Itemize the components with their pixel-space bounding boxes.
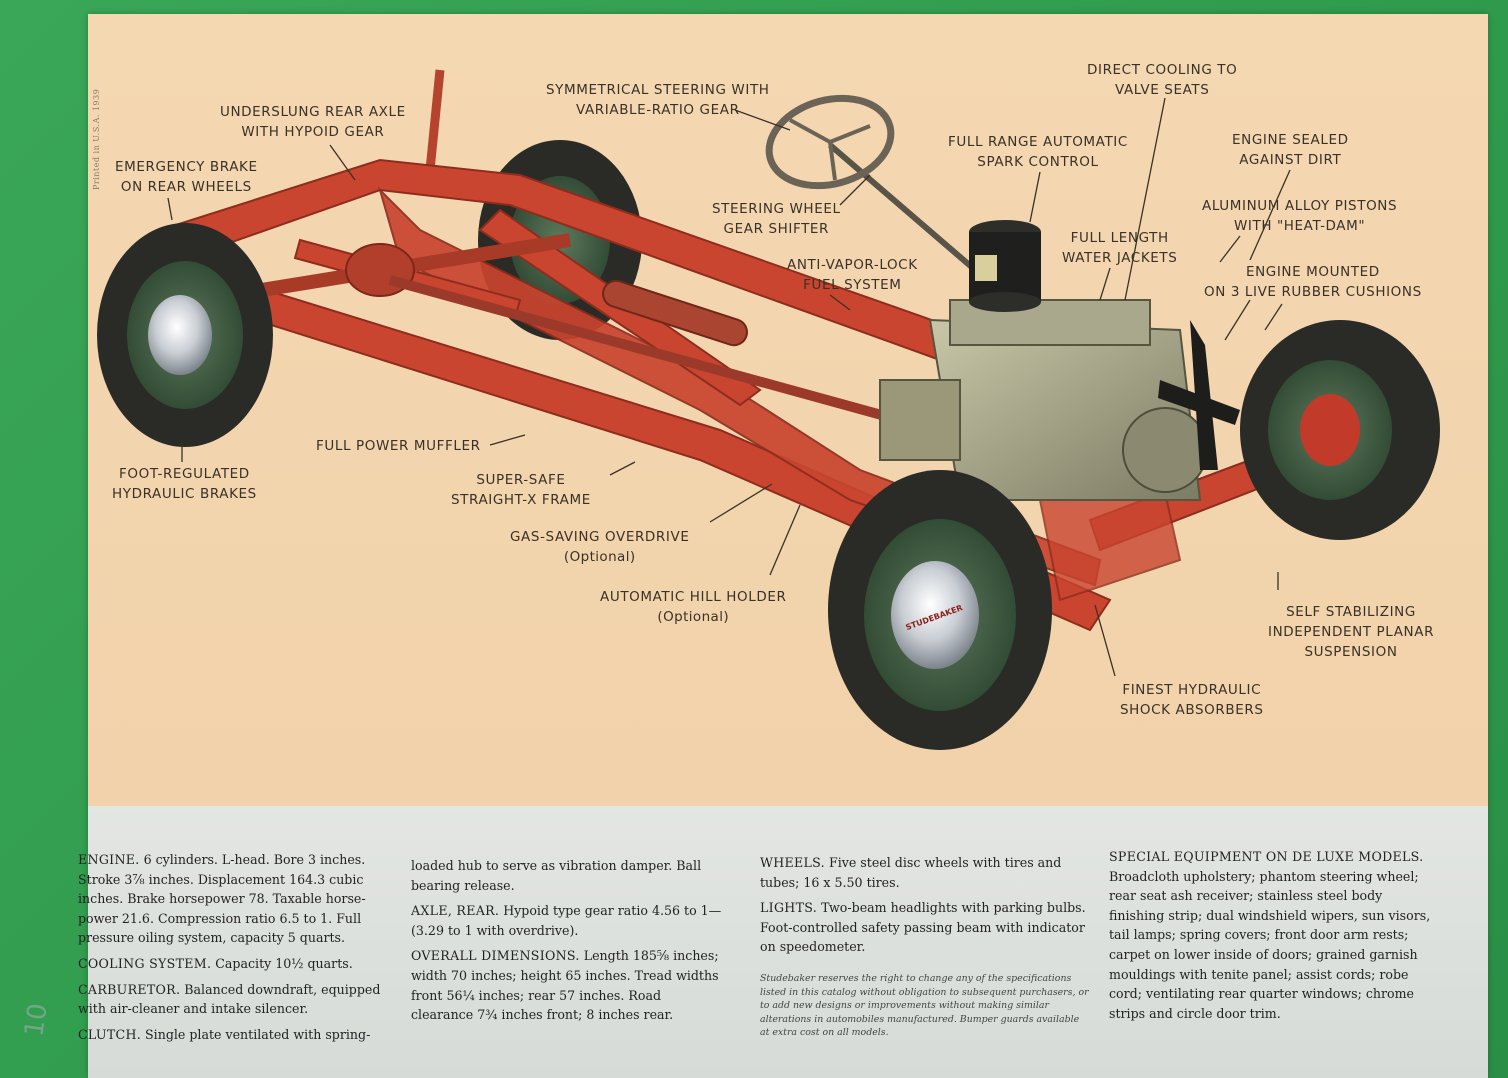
spec-paragraph: LIGHTS. Two-beam headlights with parking… [760, 898, 1090, 957]
spec-heading: ENGINE. [78, 852, 140, 867]
spec-column-special-equipment: SPECIAL EQUIPMENT ON DE LUXE MODELS. Bro… [1109, 847, 1434, 1029]
disclaimer-fine-print: Studebaker reserves the right to change … [760, 973, 1089, 1038]
spec-text: loaded hub to serve as vibration damper.… [411, 858, 702, 893]
spec-paragraph: CLUTCH. Single plate ventilated with spr… [78, 1025, 388, 1045]
spec-text: 6 cylinders. L-head. Bore 3 inches. Stro… [78, 852, 366, 946]
spec-text: Capacity 10½ quarts. [211, 955, 353, 971]
spec-heading: AXLE, REAR. [411, 903, 500, 919]
spec-paragraph: ENGINE. 6 cylinders. L-head. Bore 3 inch… [78, 850, 388, 948]
spec-heading: CARBURETOR. [78, 981, 181, 997]
spec-heading: SPECIAL EQUIPMENT ON DE LUXE MODELS. [1109, 849, 1424, 864]
spec-paragraph: WHEELS. Five steel disc wheels with tire… [760, 853, 1090, 892]
spec-heading: LIGHTS. [760, 900, 818, 916]
spec-column-wheels-lights: WHEELS. Five steel disc wheels with tire… [760, 853, 1090, 963]
spec-paragraph: OVERALL DIMENSIONS. Length 185⅝ inches; … [411, 946, 726, 1024]
spec-text: Hypoid type gear ratio 4.56 to 1—(3.29 t… [411, 903, 722, 938]
drive-shaft [388, 275, 902, 425]
spec-text: Two-beam headlights with parking bulbs. … [760, 900, 1086, 955]
spec-paragraph: loaded hub to serve as vibration damper.… [411, 856, 726, 895]
spec-paragraph: SPECIAL EQUIPMENT ON DE LUXE MODELS. Bro… [1109, 847, 1434, 1023]
engine-block [879, 220, 1240, 501]
callout-leader-lines [167, 97, 1291, 677]
front-near-wheel: STUDEBAKER [828, 470, 1052, 750]
spec-column-axle-dimensions: loaded hub to serve as vibration damper.… [411, 856, 726, 1031]
spec-heading: OVERALL DIMENSIONS. [411, 948, 580, 964]
spec-heading: COOLING SYSTEM. [78, 955, 212, 971]
front-far-wheel [1240, 320, 1440, 540]
specifications-panel [88, 806, 1488, 1078]
spec-heading: WHEELS. [760, 855, 825, 870]
callout-full-power-muffler: FULL POWER MUFFLER [316, 438, 481, 454]
spec-paragraph: CARBURETOR. Balanced downdraft, equipped… [78, 980, 388, 1019]
spec-text: Balanced downdraft, equipped with air-cl… [78, 981, 381, 1017]
rear-near-wheel [97, 223, 273, 447]
brake-lever [425, 69, 445, 171]
spec-column-engine: ENGINE. 6 cylinders. L-head. Bore 3 inch… [78, 850, 388, 1050]
spec-text: Length 185⅝ inches; width 70 inches; hei… [411, 948, 719, 1023]
spec-text: Broadcloth upholstery; phantom steering … [1109, 868, 1431, 1021]
spec-paragraph: COOLING SYSTEM. Capacity 10½ quarts. [78, 954, 388, 974]
spec-heading: CLUTCH. [78, 1026, 142, 1042]
spec-text: Five steel disc wheels with tires and tu… [760, 855, 1062, 890]
callout-overdrive: GAS-SAVING OVERDRIVE(Optional) [510, 529, 690, 565]
spec-paragraph: AXLE, REAR. Hypoid type gear ratio 4.56 … [411, 901, 726, 940]
callout-hill-holder: AUTOMATIC HILL HOLDER(Optional) [600, 589, 787, 625]
spec-text: Single plate ventilated with spring- [141, 1026, 371, 1042]
